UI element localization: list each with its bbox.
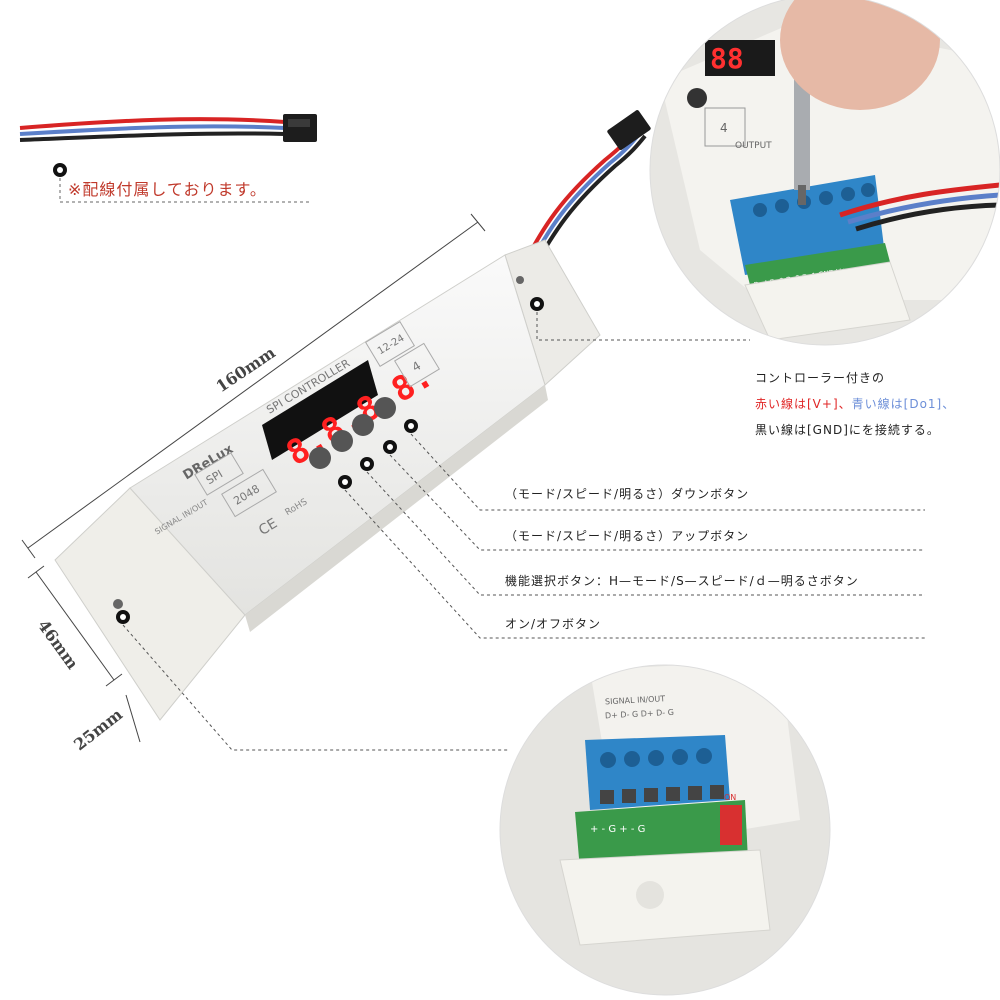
inset-input-terminal: SIGNAL IN/OUT D+ D- G D+ D- G + - G + - … bbox=[500, 665, 830, 995]
inset-signal-row: D+ D- G D+ D- G bbox=[605, 708, 674, 721]
controller-device: 8.8.8.8. DReLux SPI CONTROLLER SPI 2048 … bbox=[54, 110, 651, 721]
inset-amp: 4 bbox=[720, 121, 728, 135]
inset-signal-label: SIGNAL IN/OUT bbox=[605, 694, 666, 706]
up-button-shape[interactable] bbox=[352, 414, 374, 436]
red-wire-text: 赤い線は[V+]、 bbox=[755, 397, 852, 411]
inset-output-terminal: 88 4 OUTPUT Do4 Do3 Do2 Do1 GND V+ bbox=[650, 0, 1000, 345]
down-button-shape[interactable] bbox=[374, 397, 396, 419]
wire-note: ※配線付属しております。 bbox=[68, 180, 267, 199]
black-wire-text: 黒い線は[GND]にを接続する。 bbox=[755, 423, 940, 437]
down-button-label: （モード/スピード/明るさ）ダウンボタン bbox=[505, 487, 750, 501]
up-button-label: （モード/スピード/明るさ）アップボタン bbox=[505, 529, 750, 543]
inset-output-label: OUTPUT bbox=[735, 141, 772, 151]
leader-lines bbox=[122, 312, 925, 751]
switch-label: ON bbox=[724, 793, 736, 802]
connection-note-line1: コントローラー付きの bbox=[755, 371, 886, 385]
onoff-button-label: オン/オフボタン bbox=[505, 617, 602, 631]
ms-button-shape[interactable] bbox=[331, 430, 353, 452]
svg-text:+ - G + - G: + - G + - G bbox=[590, 824, 645, 835]
connection-note: コントローラー付きの 赤い線は[V+]、青い線は[Do1]、 黒い線は[GND]… bbox=[755, 365, 955, 443]
svg-text:88: 88 bbox=[710, 42, 744, 75]
wire-accessory bbox=[19, 114, 317, 142]
onoff-button-shape[interactable] bbox=[309, 447, 331, 469]
blue-wire-text: 青い線は[Do1]、 bbox=[851, 397, 956, 411]
callout-markers bbox=[116, 297, 544, 624]
mode-button-label: 機能選択ボタン：H—モード/S—スピード/ｄ—明るさボタン bbox=[505, 574, 859, 588]
dimension-lines bbox=[21, 213, 486, 743]
